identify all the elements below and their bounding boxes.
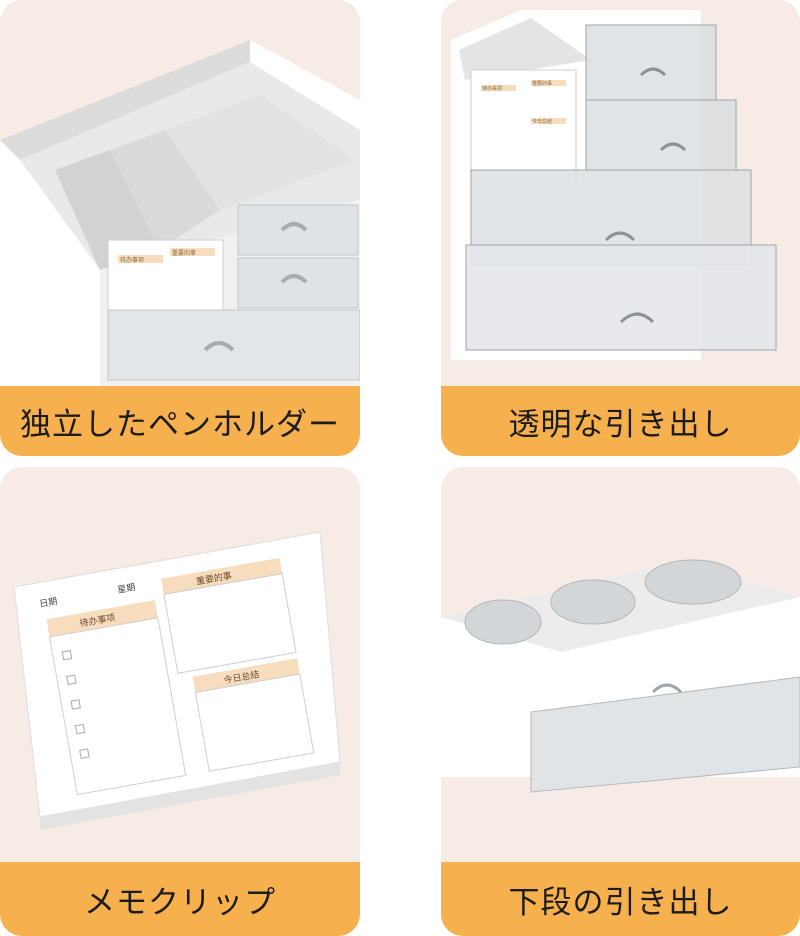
tile-lower-drawer: 下段の引き出し	[441, 467, 800, 936]
memo-week-label: 星期	[117, 582, 137, 596]
note-right-label: 重要的事	[172, 249, 196, 257]
note-left-label: 待办事项	[120, 256, 144, 264]
note-right-label: 重要的事	[532, 80, 552, 87]
note-left-label: 待办事项	[482, 85, 502, 92]
caption: 下段の引き出し	[441, 862, 800, 936]
memo-date-label: 日期	[39, 596, 59, 610]
caption: メモクリップ	[0, 862, 360, 936]
tile-pen-holder: 待办事项 重要的事 独立したペンホルダー	[0, 0, 360, 456]
note-bottom-label: 今日总结	[532, 118, 552, 125]
tile-transparent-drawers: 待办事项 重要的事 今日总结 透明な引き出し	[441, 0, 800, 456]
memo-pad-illustration: 日期 星期 待办事项 重要的事 今日总结	[13, 531, 341, 830]
tile-memo-clip: 日期 星期 待办事项 重要的事 今日总结 メモクリップ	[0, 467, 360, 936]
drawers-illustration: 待办事项 重要的事 今日总结	[441, 0, 800, 456]
lower-drawer-illustration	[441, 559, 800, 793]
caption: 透明な引き出し	[441, 386, 800, 456]
caption: 独立したペンホルダー	[0, 386, 360, 456]
